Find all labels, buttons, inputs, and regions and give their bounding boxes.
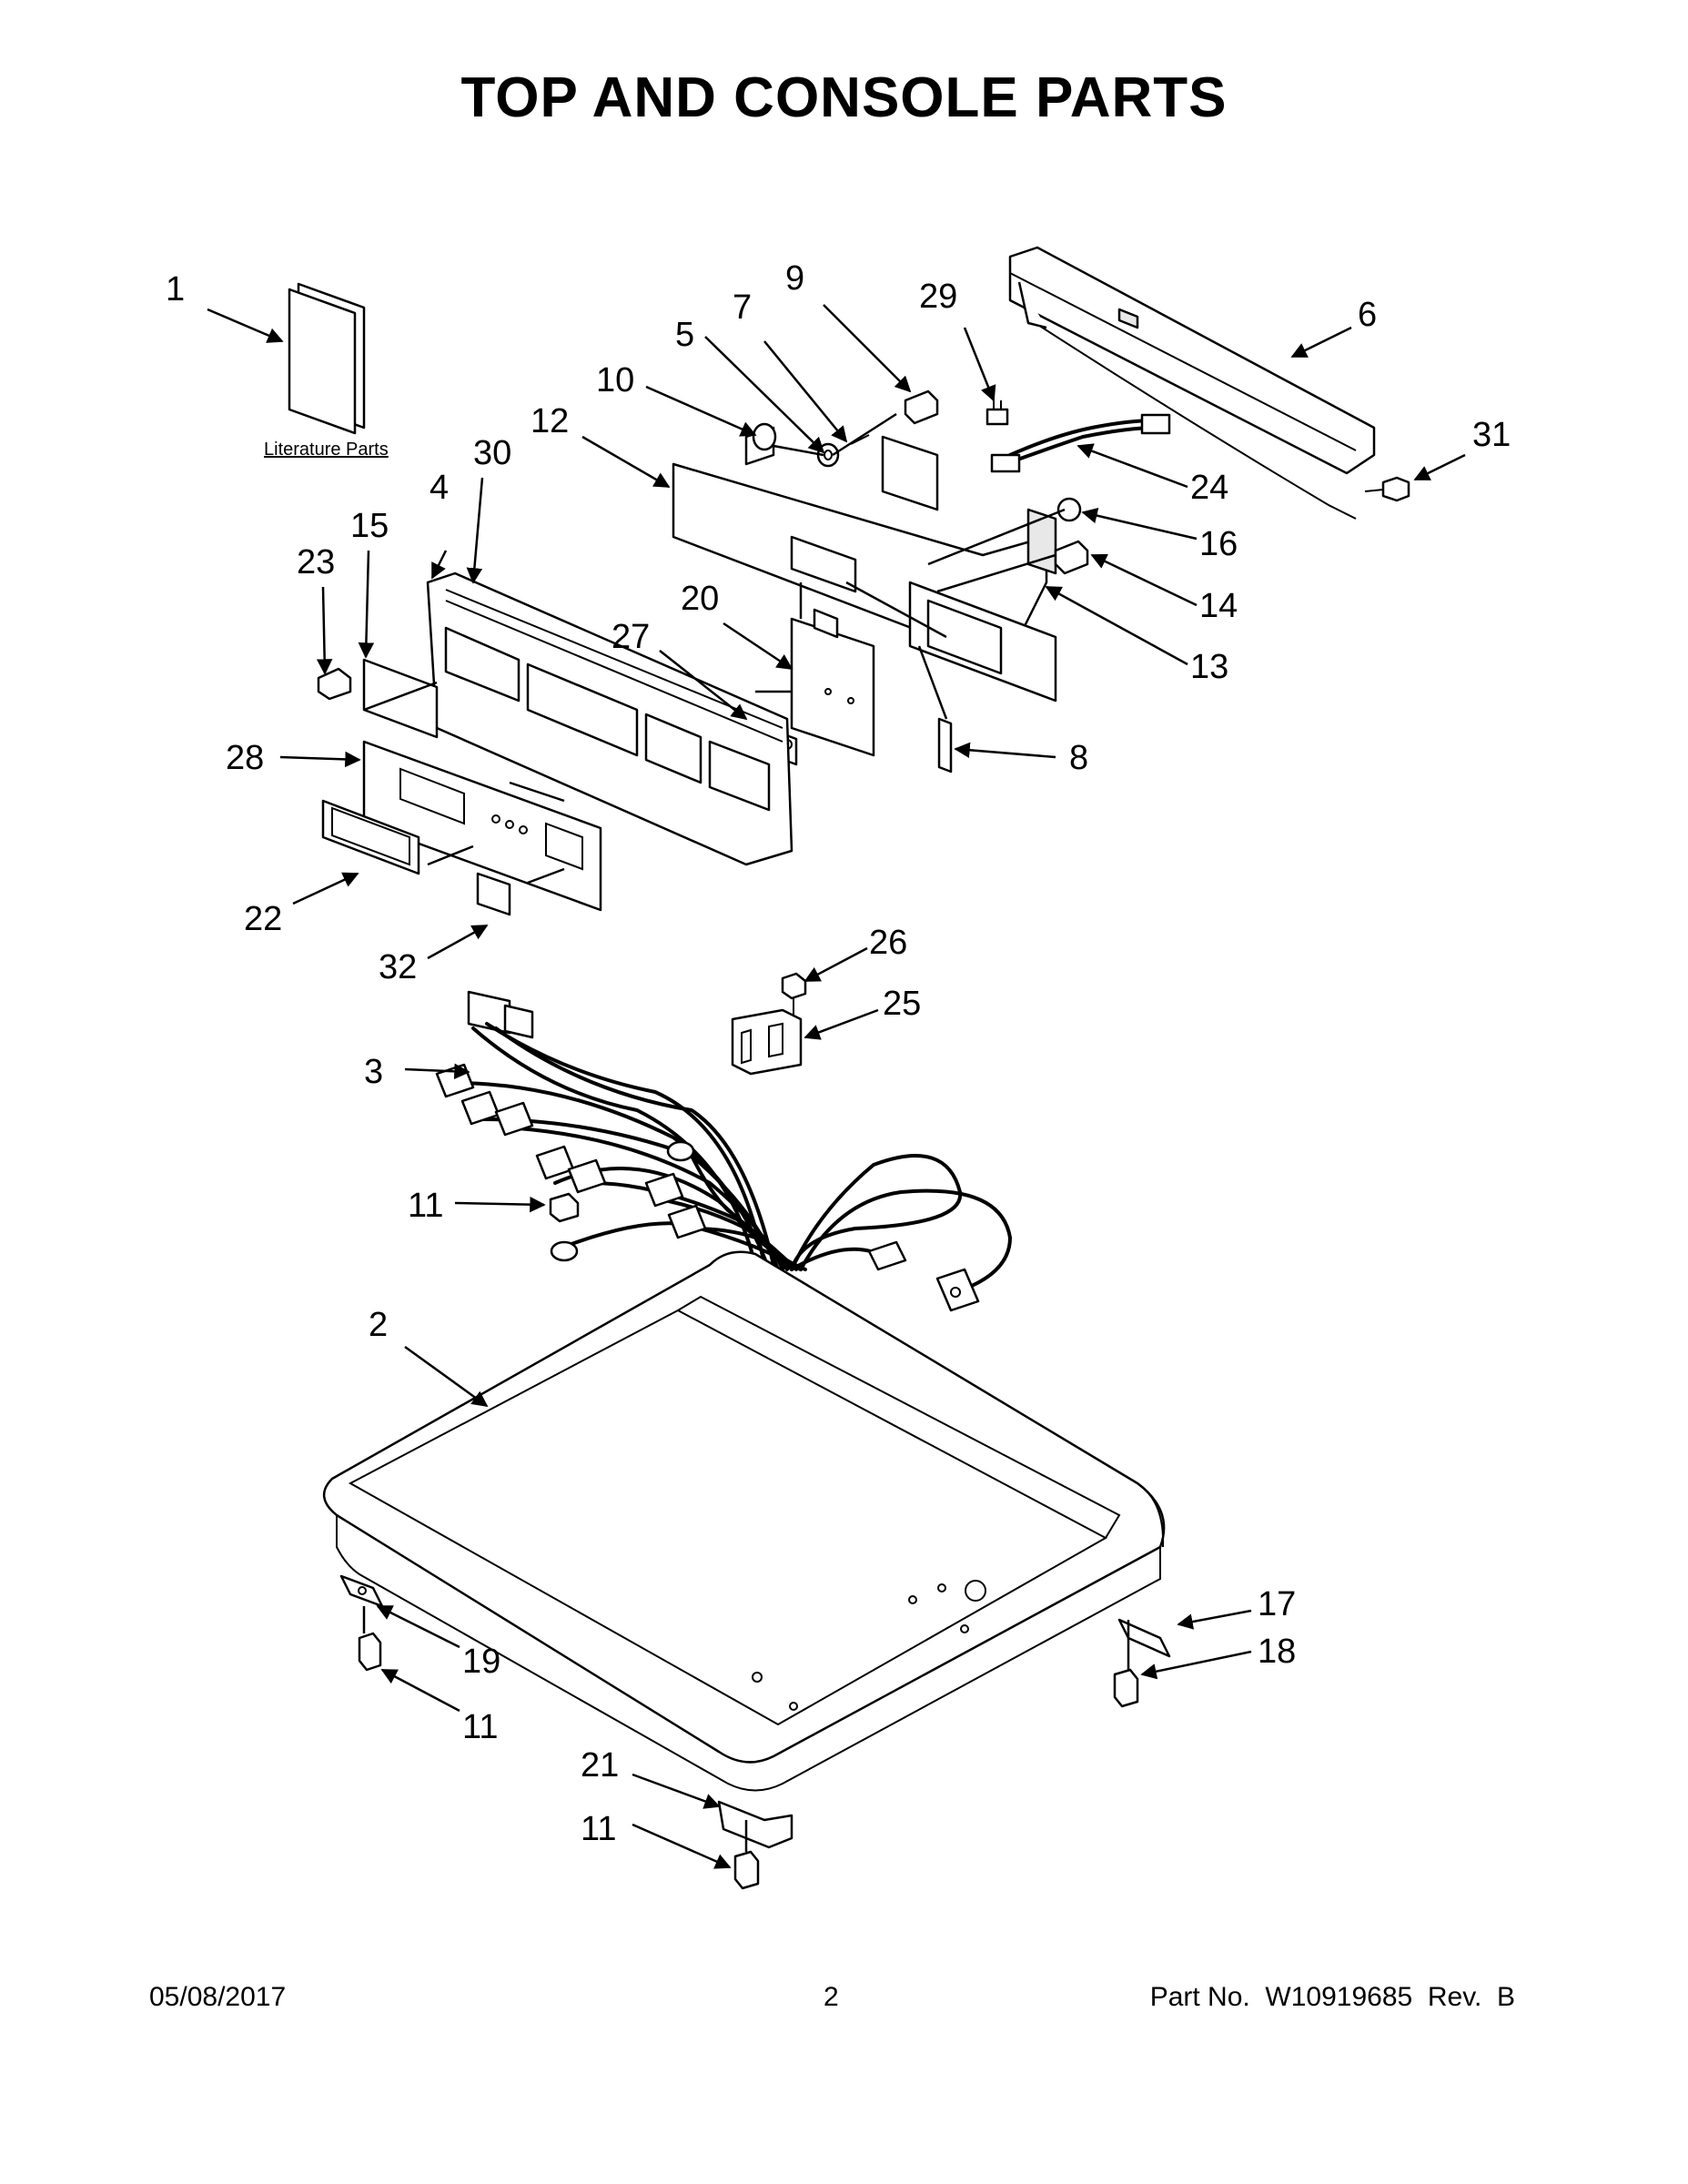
- callout-24: 24: [1190, 469, 1228, 507]
- screw-9: [904, 389, 939, 425]
- callout-11-left: 11: [462, 1708, 498, 1746]
- callout-32: 32: [379, 948, 417, 986]
- dryer-top-2: [323, 1250, 1166, 1792]
- screw-11-left: [358, 1632, 382, 1672]
- control-board-20: [790, 608, 875, 757]
- page-title: TOP AND CONSOLE PARTS: [460, 66, 1228, 129]
- callout-16: 16: [1199, 525, 1238, 563]
- screw-14: [1054, 540, 1089, 575]
- transformer-25: [731, 1008, 803, 1076]
- callout-19: 19: [462, 1643, 500, 1681]
- screw-23: [317, 667, 352, 701]
- callout-10: 10: [596, 361, 634, 399]
- console-control-panel-12: [672, 435, 1057, 703]
- bracket-8: [937, 717, 953, 774]
- screw-11-harness: [549, 1192, 580, 1223]
- callout-8: 8: [1069, 739, 1088, 777]
- callout-17: 17: [1258, 1585, 1296, 1623]
- callout-25: 25: [883, 985, 921, 1023]
- literature-booklet: [288, 282, 366, 435]
- console-front-4: [426, 571, 793, 866]
- callout-21: 21: [581, 1746, 619, 1785]
- overlay-15: [362, 658, 439, 739]
- callout-1: 1: [166, 270, 185, 308]
- callout-26: 26: [869, 924, 907, 962]
- callout-9: 9: [785, 259, 804, 298]
- knob-10: [744, 422, 777, 466]
- literature-parts-label: Literature Parts: [264, 440, 389, 460]
- hinge-17: [1117, 1618, 1171, 1658]
- callout-30: 30: [473, 434, 511, 472]
- callout-11-front: 11: [581, 1810, 616, 1848]
- callout-15: 15: [350, 507, 389, 545]
- callout-6: 6: [1358, 296, 1377, 334]
- callout-11-harness: 11: [408, 1187, 443, 1225]
- callout-3: 3: [364, 1053, 383, 1091]
- console-rear-bracket: [1008, 246, 1376, 520]
- callout-18: 18: [1258, 1633, 1296, 1671]
- footer-date: 05/08/2017: [149, 1982, 287, 2012]
- grommet-16: [1056, 497, 1082, 522]
- callout-22: 22: [244, 900, 282, 938]
- callout-23: 23: [297, 543, 335, 581]
- screw-31: [1364, 476, 1410, 502]
- screw-26: [781, 972, 807, 1015]
- callout-31: 31: [1472, 416, 1511, 454]
- display-window-22: [321, 799, 420, 875]
- console-wire-harness: [990, 413, 1171, 473]
- callout-7: 7: [733, 288, 752, 327]
- callout-29: 29: [919, 278, 957, 316]
- hinge-19: [339, 1574, 384, 1608]
- button-cap-32: [476, 872, 511, 916]
- callout-27: 27: [612, 618, 650, 656]
- callout-2: 2: [369, 1306, 388, 1344]
- hinge-21: [717, 1800, 793, 1849]
- callout-13: 13: [1190, 648, 1228, 686]
- footer-page-number: 2: [824, 1982, 839, 2012]
- callout-20: 20: [681, 580, 719, 618]
- callout-5: 5: [675, 316, 694, 354]
- callout-28: 28: [226, 739, 264, 777]
- panel-insert-28: [362, 740, 602, 912]
- screw-11-front: [733, 1850, 760, 1890]
- callout-12: 12: [531, 402, 569, 440]
- callout-14: 14: [1199, 587, 1238, 625]
- screw-18: [1113, 1668, 1139, 1708]
- footer-part-number: Part No. W10919685 Rev. B: [1149, 1982, 1515, 2012]
- callout-4: 4: [430, 469, 449, 507]
- connector-29: [986, 400, 1009, 426]
